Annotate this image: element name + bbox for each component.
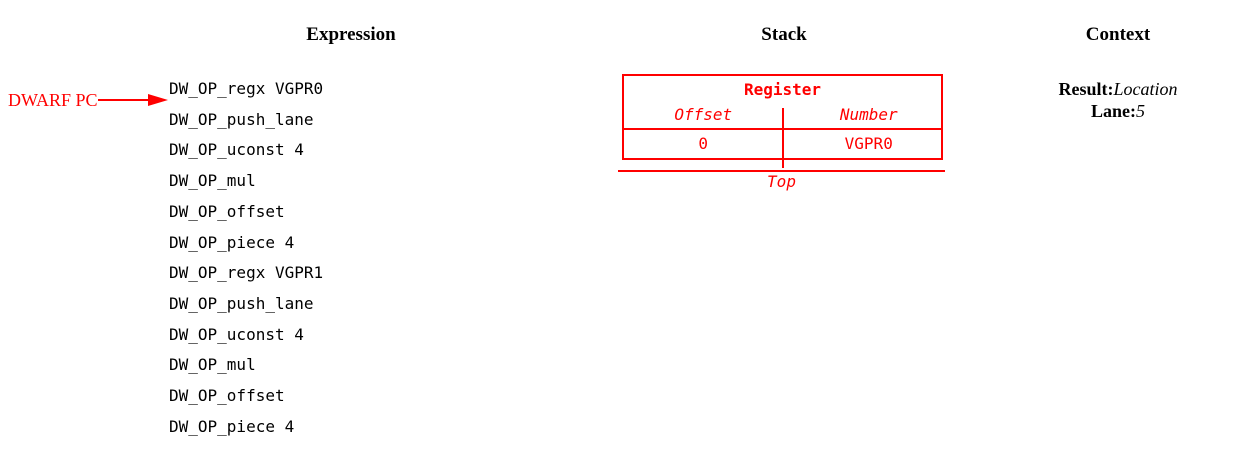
- arrow-right-icon: [97, 94, 168, 106]
- stack-top-rule: [618, 170, 945, 172]
- stack-column-divider: [781, 108, 784, 168]
- expression-line: DW_OP_regx VGPR0: [169, 79, 324, 98]
- stack-table: Register Offset Number 0 VGPR0: [622, 74, 943, 168]
- column-heading-context: Context: [1085, 24, 1151, 45]
- expression-line: DW_OP_mul: [169, 171, 256, 191]
- stack-column-header-offset: Offset: [674, 105, 733, 124]
- dwarf-pc-pointer: DWARF PC: [8, 85, 170, 115]
- expression-line: DW_OP_regx VGPR1: [169, 263, 324, 283]
- stack-column-header-number: Number: [839, 105, 898, 124]
- expression-line: DW_OP_offset: [169, 386, 285, 406]
- context-value-result: Location: [1113, 79, 1178, 99]
- expression-line: DW_OP_push_lane: [169, 109, 314, 129]
- expression-line: DW_OP_uconst 4: [169, 324, 304, 344]
- column-heading-stack: Stack: [761, 24, 807, 45]
- expression-line: DW_OP_uconst 4: [169, 140, 304, 160]
- column-heading-expression: Expression: [306, 24, 396, 45]
- context-block: Result:Location Lane:5: [1018, 78, 1218, 122]
- stack-cell-offset: 0: [698, 134, 709, 153]
- stack-entry-title-row: Register: [624, 76, 941, 102]
- context-key-lane: Lane:: [1091, 101, 1136, 121]
- expression-line: DW_OP_piece 4: [169, 416, 295, 436]
- expression-line: DW_OP_mul: [169, 355, 256, 375]
- context-key-result: Result:: [1058, 79, 1114, 99]
- stack-table-row: 0 VGPR0: [624, 130, 941, 158]
- context-entry-lane: Lane:5: [1018, 100, 1218, 122]
- expression-listing: DW_OP_regx VGPR0 DW_OP_push_lane DW_OP_u…: [169, 74, 589, 442]
- dwarf-pc-label: DWARF PC: [8, 90, 98, 110]
- expression-line: DW_OP_push_lane: [169, 293, 314, 313]
- stack-top-label: Top: [767, 172, 796, 191]
- expression-line: DW_OP_offset: [169, 201, 285, 221]
- stack-cell-number: VGPR0: [844, 134, 893, 153]
- context-value-lane: 5: [1136, 101, 1145, 121]
- stack-entry-title: Register: [743, 80, 822, 99]
- expression-line: DW_OP_piece 4: [169, 232, 295, 252]
- context-entry-result: Result:Location: [1018, 78, 1218, 100]
